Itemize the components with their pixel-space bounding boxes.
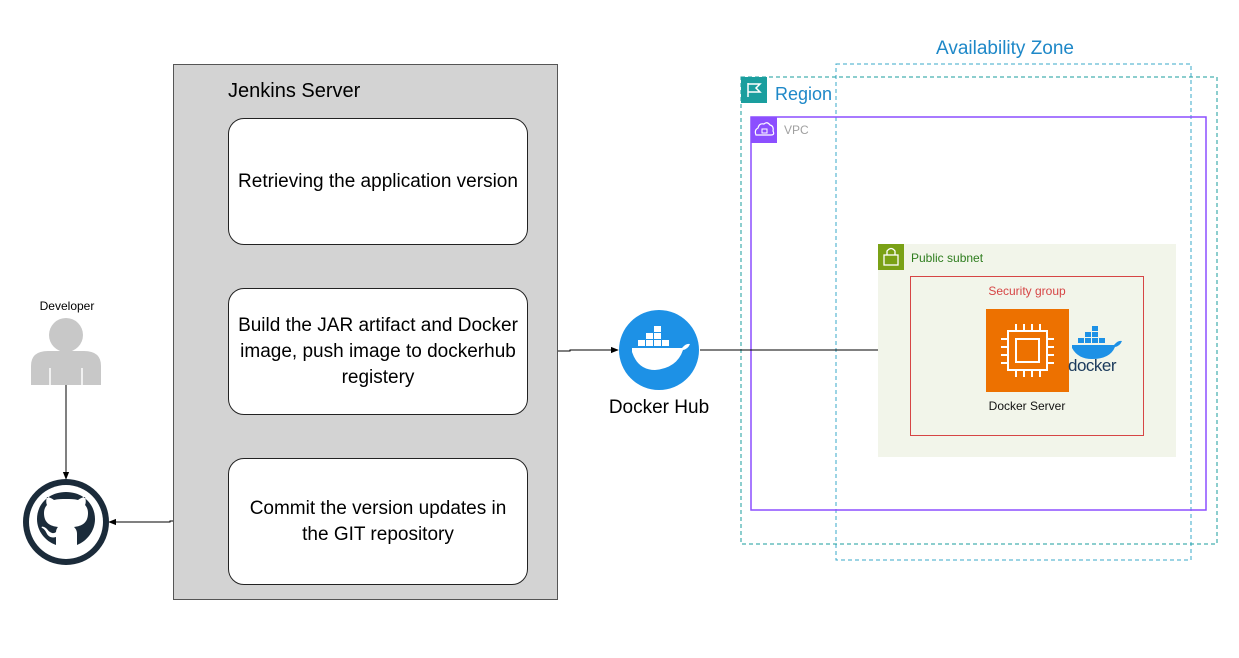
region-label: Region: [775, 84, 833, 104]
docker-whale-icon: [1072, 326, 1122, 359]
vpc-cloud-icon: [751, 117, 777, 143]
docker-hub-label: Docker Hub: [608, 397, 710, 418]
docker-logo-text: docker: [1068, 356, 1117, 375]
ec2-chip-icon: [986, 309, 1069, 392]
step-build-push: Build the JAR artifact and Docker image,…: [228, 288, 528, 415]
vpc-box: [750, 116, 1207, 511]
region-box: [740, 76, 1218, 545]
github-icon: [23, 479, 109, 565]
public-subnet-label: Public subnet: [911, 251, 984, 265]
availability-zone-label: Availability Zone: [936, 38, 1075, 59]
jenkins-server-title: Jenkins Server: [228, 80, 361, 102]
availability-zone-box: [835, 63, 1192, 561]
docker-server-label: Docker Server: [988, 399, 1066, 413]
developer-label: Developer: [39, 299, 95, 313]
region-flag-icon: [741, 77, 767, 103]
security-group-box: [910, 276, 1144, 436]
docker-hub-icon: [619, 310, 699, 390]
vpc-label: VPC: [784, 123, 809, 137]
subnet-lock-icon-overlay: [878, 244, 904, 270]
step-commit-version: Commit the version updates in the GIT re…: [228, 458, 528, 585]
developer-user-icon: [31, 318, 101, 385]
step-retrieve-version: Retrieving the application version: [228, 118, 528, 245]
security-group-label: Security group: [988, 284, 1066, 298]
